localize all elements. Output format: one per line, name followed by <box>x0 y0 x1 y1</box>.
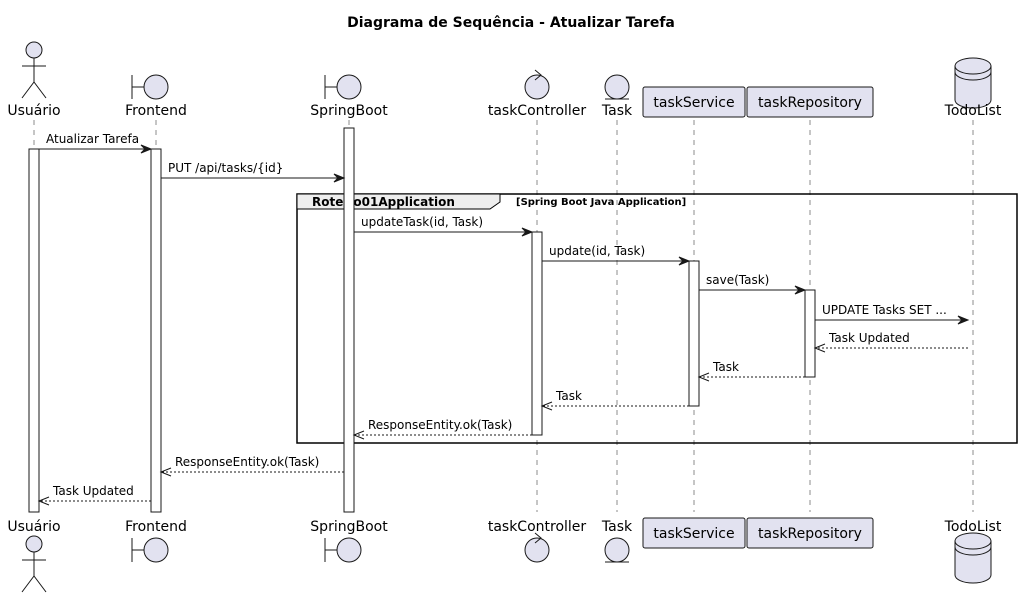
participant-taskrepository-bottom: taskRepository <box>746 517 874 549</box>
message-label: Atualizar Tarefa <box>46 132 139 146</box>
actor-icon <box>21 41 47 99</box>
participant-label: SpringBoot <box>310 103 388 119</box>
message-5: save(Task) <box>699 273 807 295</box>
participant-springboot-bottom: SpringBoot <box>310 519 388 563</box>
arrowhead-filled-icon <box>140 144 153 154</box>
message-8: Task <box>697 360 805 382</box>
activation-taskrepository <box>804 289 816 378</box>
arrowhead-open-icon <box>813 343 826 353</box>
message-label: Task <box>712 360 739 374</box>
message-10: ResponseEntity.ok(Task) <box>352 418 532 440</box>
boundary-icon <box>131 537 169 563</box>
message-4: update(id, Task) <box>542 244 691 266</box>
diagram-title: Diagrama de Sequência - Atualizar Tarefa <box>347 15 675 31</box>
boundary-icon <box>131 74 169 100</box>
control-icon <box>524 69 550 100</box>
message-2: PUT /api/tasks/{id} <box>161 161 346 183</box>
activation-taskservice <box>688 260 700 407</box>
activation-usu-rio <box>28 148 40 513</box>
participant-frontend-top: Frontend <box>125 74 187 119</box>
participant-box <box>642 86 746 118</box>
activation-frontend <box>150 148 162 513</box>
participant-label: taskService <box>653 95 734 111</box>
participant-label: Frontend <box>125 103 187 119</box>
participant-todolist-top: TodoList <box>944 57 1002 119</box>
participant-taskrepository-top: taskRepository <box>746 86 874 118</box>
database-icon <box>954 57 992 109</box>
participant-task-bottom: Task <box>601 519 633 563</box>
participant-taskcontroller-top: taskController <box>488 69 587 119</box>
participant-usu-rio-bottom: Usuário <box>7 519 61 593</box>
participant-frontend-bottom: Frontend <box>125 519 187 563</box>
message-label: UPDATE Tasks SET ... <box>822 303 947 317</box>
message-9: Task <box>540 389 689 411</box>
group-label: [Spring Boot Java Application] <box>516 197 686 208</box>
message-label: Task <box>555 389 582 403</box>
arrowhead-filled-icon <box>678 256 691 266</box>
message-11: ResponseEntity.ok(Task) <box>159 455 344 477</box>
message-label: ResponseEntity.ok(Task) <box>368 418 512 432</box>
message-label: updateTask(id, Task) <box>361 215 483 229</box>
participant-label: taskController <box>488 519 587 535</box>
arrowhead-open-icon <box>697 372 710 382</box>
message-label: Task Updated <box>52 484 134 498</box>
message-label: PUT /api/tasks/{id} <box>168 161 283 175</box>
participant-label: TodoList <box>944 519 1002 535</box>
participant-taskcontroller-bottom: taskController <box>488 519 587 563</box>
arrowhead-open-icon <box>37 496 50 506</box>
message-6: UPDATE Tasks SET ... <box>815 303 970 325</box>
message-12: Task Updated <box>37 484 151 506</box>
group-name: Roteiro01Application <box>312 195 455 209</box>
participant-label: Task <box>601 103 633 119</box>
entity-icon <box>604 537 630 563</box>
activation-taskcontroller <box>531 231 543 436</box>
participant-taskservice-top: taskService <box>642 86 746 118</box>
message-label: Task Updated <box>828 331 910 345</box>
arrowhead-filled-icon <box>333 173 346 183</box>
control-icon <box>524 532 550 563</box>
arrowhead-filled-icon <box>521 227 534 237</box>
participant-box <box>642 517 746 549</box>
group-frame <box>296 193 1018 444</box>
message-3: updateTask(id, Task) <box>354 215 534 237</box>
actor-icon <box>21 535 47 593</box>
participant-taskservice-bottom: taskService <box>642 517 746 549</box>
arrowhead-filled-icon <box>957 315 970 325</box>
participant-label: taskRepository <box>758 95 862 111</box>
message-label: save(Task) <box>706 273 769 287</box>
participant-box <box>746 86 874 118</box>
boundary-icon <box>324 537 362 563</box>
participant-label: Usuário <box>7 519 60 535</box>
arrowhead-open-icon <box>159 467 172 477</box>
message-label: ResponseEntity.ok(Task) <box>175 455 319 469</box>
participant-usu-rio-top: Usuário <box>7 41 61 119</box>
participant-todolist-bottom: TodoList <box>944 519 1002 584</box>
participant-label: TodoList <box>944 103 1002 119</box>
activation-springboot <box>343 127 355 513</box>
participant-springboot-top: SpringBoot <box>310 74 388 119</box>
participant-label: taskController <box>488 103 587 119</box>
message-7: Task Updated <box>813 331 968 353</box>
entity-icon <box>604 74 630 100</box>
participant-label: taskRepository <box>758 526 862 542</box>
participant-label: taskService <box>653 526 734 542</box>
participant-label: Usuário <box>7 103 60 119</box>
message-label: update(id, Task) <box>549 244 645 258</box>
participant-box <box>746 517 874 549</box>
participant-label: Task <box>601 519 633 535</box>
participant-label: Frontend <box>125 519 187 535</box>
participant-label: SpringBoot <box>310 519 388 535</box>
arrowhead-open-icon <box>352 430 365 440</box>
arrowhead-open-icon <box>540 401 553 411</box>
message-1: Atualizar Tarefa <box>39 132 153 154</box>
database-icon <box>954 532 992 584</box>
participant-task-top: Task <box>601 74 633 119</box>
arrowhead-filled-icon <box>794 285 807 295</box>
boundary-icon <box>324 74 362 100</box>
